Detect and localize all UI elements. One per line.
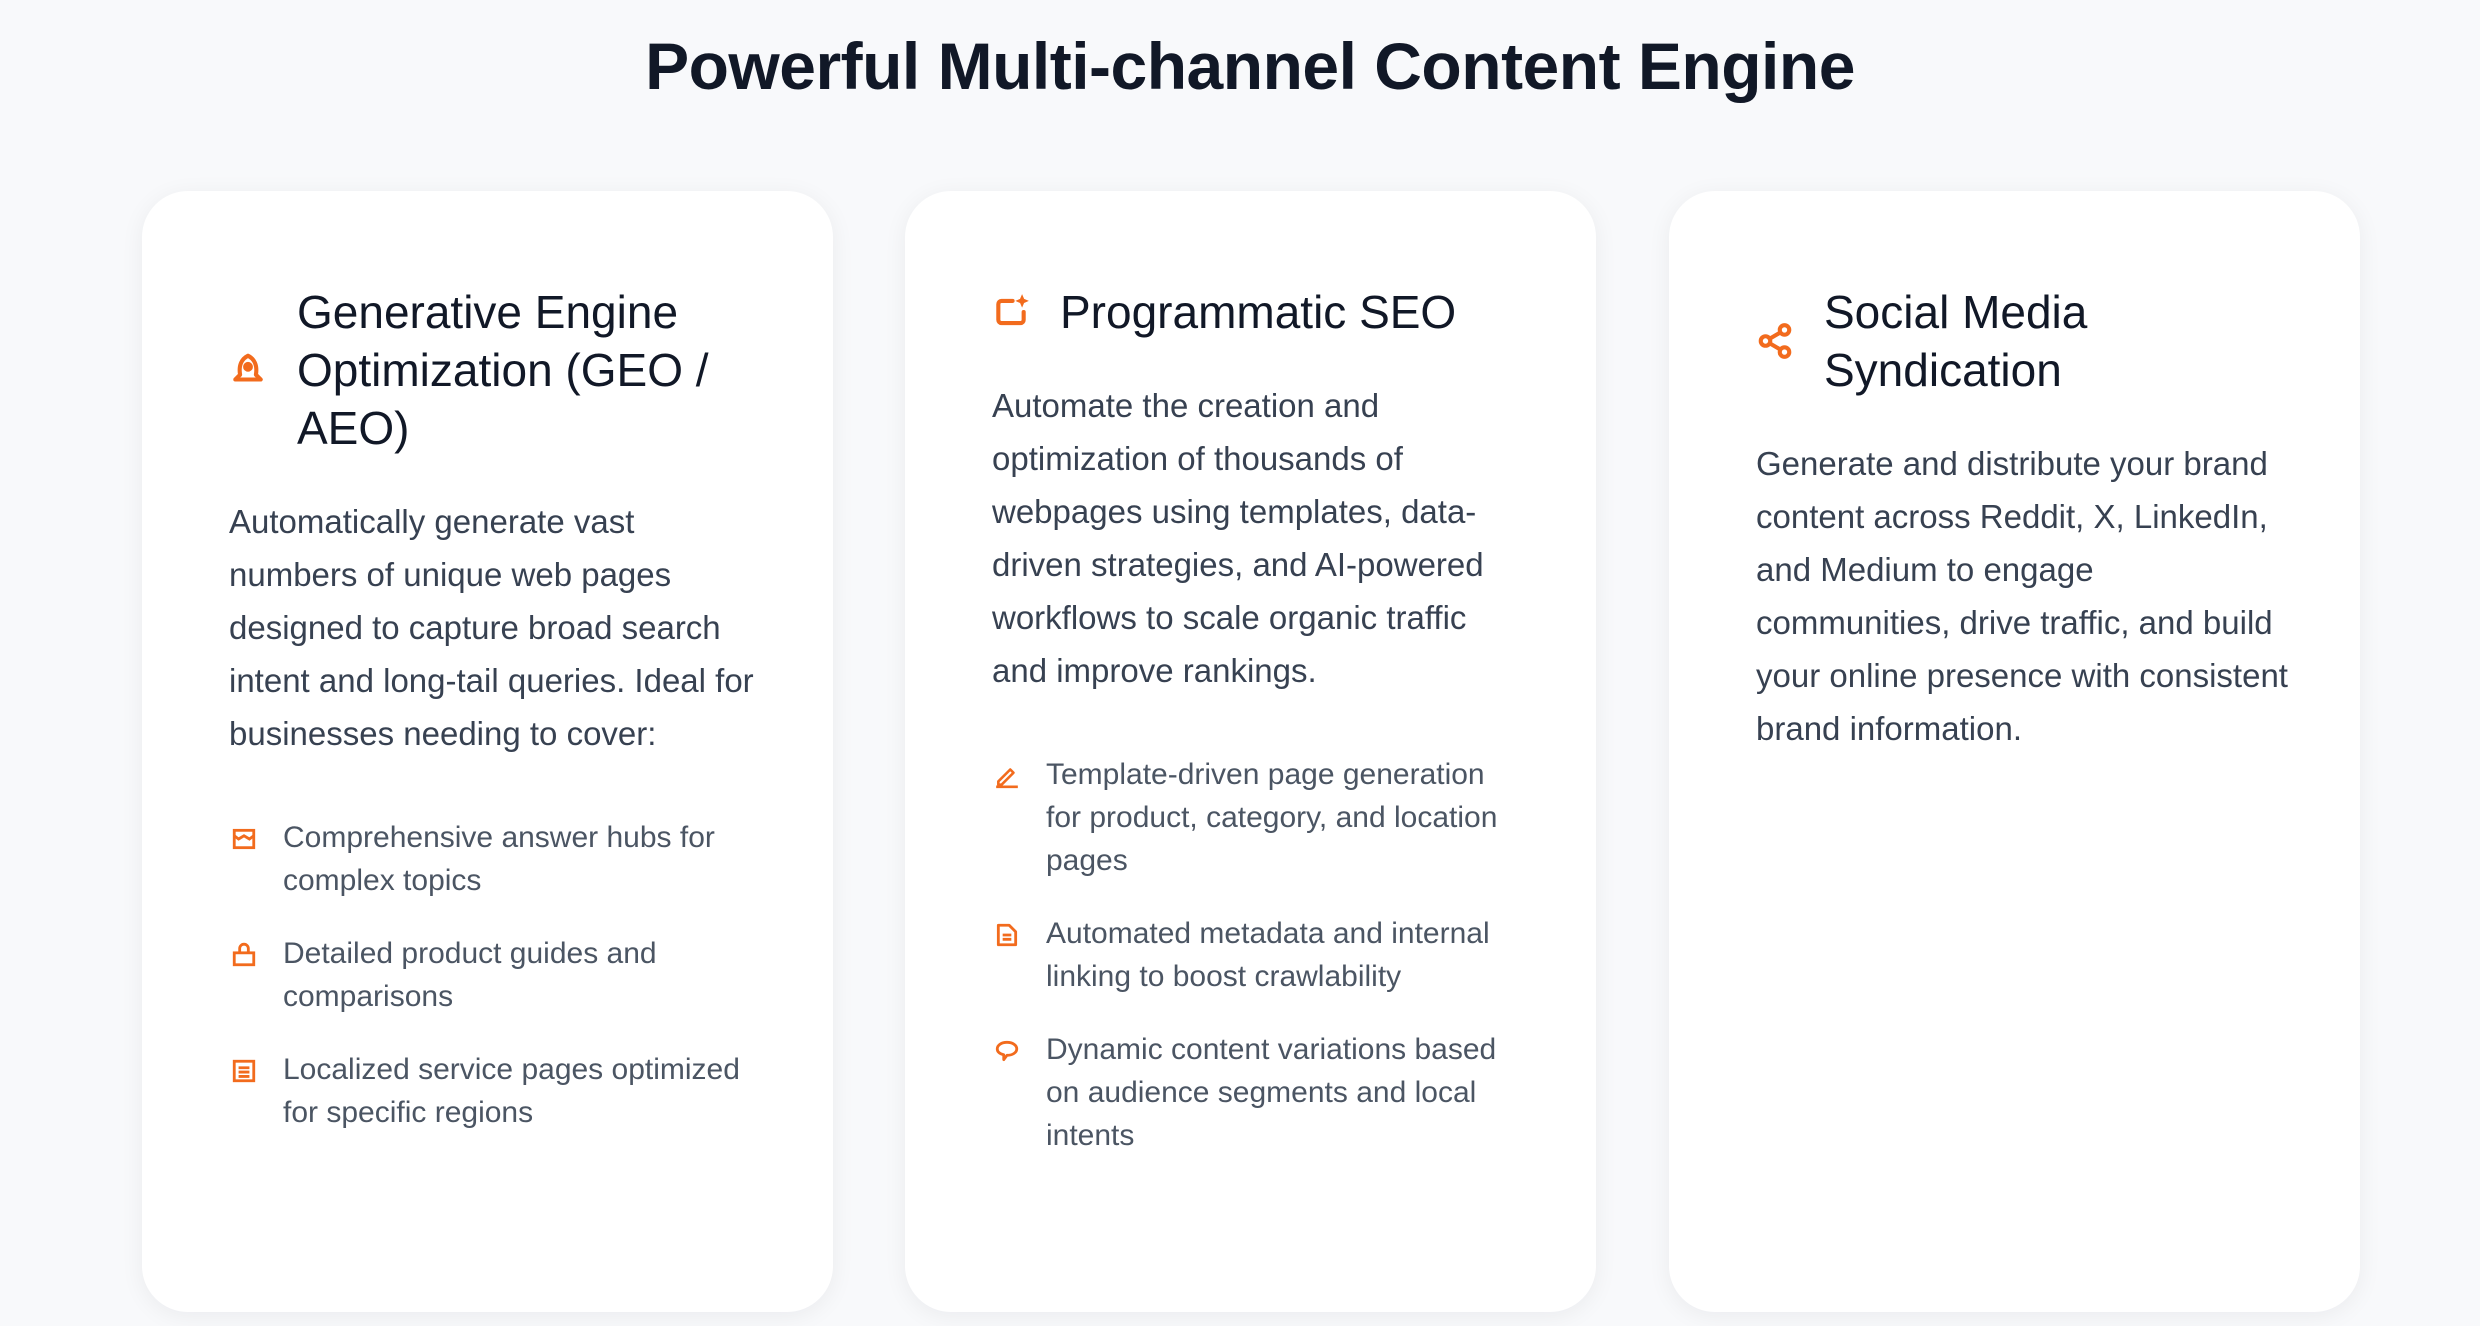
rocket-icon — [229, 351, 267, 389]
document-list-icon — [231, 1058, 257, 1084]
card-header: Generative Engine Optimization (GEO / AE… — [229, 283, 763, 457]
share-icon — [1756, 322, 1794, 360]
feature-list: Template-driven page generation for prod… — [992, 753, 1526, 1157]
chat-bubble-icon — [994, 1038, 1020, 1064]
card-header: Social Media Syndication — [1756, 283, 2290, 399]
list-item-text: Localized service pages optimized for sp… — [283, 1053, 740, 1129]
list-item-text: Comprehensive answer hubs for complex to… — [283, 821, 715, 897]
sparkle-frame-icon — [992, 293, 1030, 331]
feature-card-social-syndication: Social Media Syndication Generate and di… — [1669, 191, 2360, 1312]
file-text-icon — [994, 922, 1020, 948]
feature-card-programmatic-seo: Programmatic SEO Automate the creation a… — [905, 191, 1596, 1312]
list-item-text: Dynamic content variations based on audi… — [1046, 1033, 1497, 1152]
list-item: Dynamic content variations based on audi… — [992, 1028, 1526, 1157]
list-item-text: Template-driven page generation for prod… — [1046, 758, 1498, 877]
store-icon — [231, 826, 257, 852]
shopping-bag-icon — [231, 942, 257, 968]
card-description: Generate and distribute your brand conte… — [1756, 445, 2288, 747]
card-title: Generative Engine Optimization (GEO / AE… — [297, 286, 709, 454]
card-title: Social Media Syndication — [1824, 286, 2088, 396]
list-item: Automated metadata and internal linking … — [992, 912, 1526, 998]
list-item: Comprehensive answer hubs for complex to… — [229, 816, 763, 902]
list-item: Localized service pages optimized for sp… — [229, 1048, 763, 1134]
feature-list: Comprehensive answer hubs for complex to… — [229, 816, 763, 1134]
list-item-text: Detailed product guides and comparisons — [283, 937, 657, 1013]
card-header: Programmatic SEO — [992, 283, 1526, 341]
feature-card-geo: Generative Engine Optimization (GEO / AE… — [142, 191, 833, 1312]
list-item: Template-driven page generation for prod… — [992, 753, 1526, 882]
card-description: Automatically generate vast numbers of u… — [229, 503, 754, 752]
list-item: Detailed product guides and comparisons — [229, 932, 763, 1018]
card-description: Automate the creation and optimization o… — [992, 387, 1484, 689]
list-item-text: Automated metadata and internal linking … — [1046, 917, 1490, 993]
card-title: Programmatic SEO — [1060, 286, 1457, 338]
page-title: Powerful Multi-channel Content Engine — [645, 29, 1855, 103]
pencil-icon — [994, 763, 1020, 789]
